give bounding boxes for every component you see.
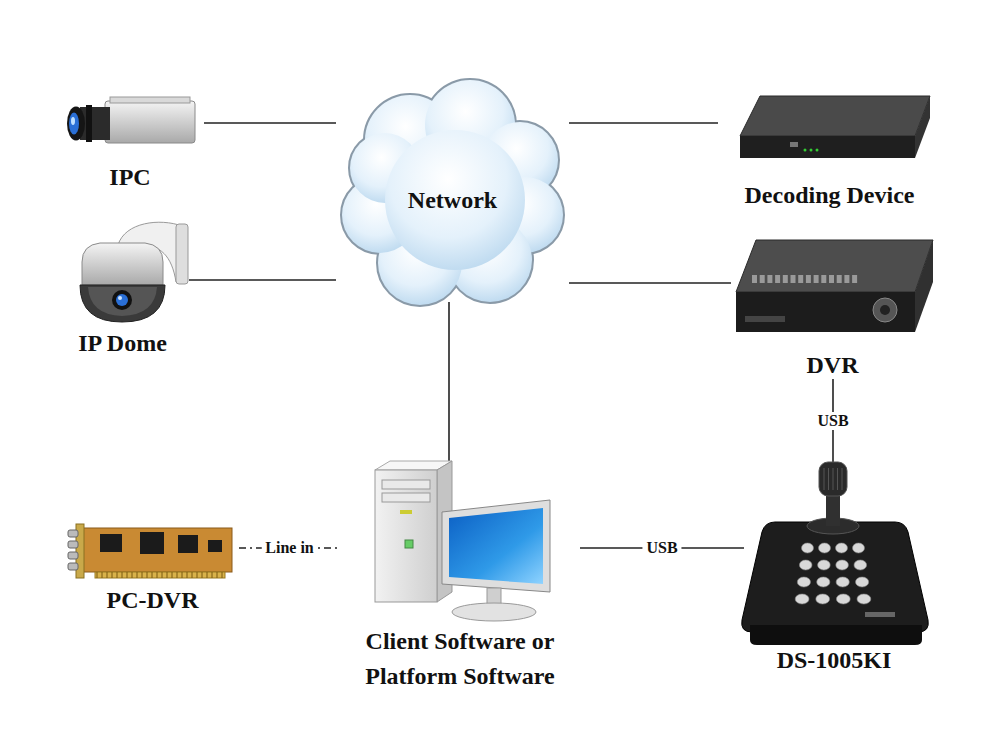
device-label: IPC: [56, 163, 204, 191]
connector-line: [204, 122, 336, 124]
box-camera: [67, 97, 195, 143]
dome-camera: [80, 222, 188, 322]
connector-line: [569, 282, 731, 284]
device-node: Decoding Device: [718, 92, 941, 209]
device-node: PC-DVR: [66, 520, 239, 614]
device-label: Decoding Device: [718, 181, 941, 209]
connector-label: Line in: [261, 539, 317, 557]
device-node: DS-1005KI: [744, 462, 924, 674]
device-node: IP Dome: [56, 225, 189, 357]
decoder-box: [740, 96, 930, 158]
computer: [375, 461, 550, 621]
device-label: IP Dome: [56, 329, 189, 357]
connector-line: [448, 302, 450, 462]
device-label: Client Software or Platform Software: [340, 624, 580, 694]
joystick-keyboard: [742, 462, 929, 645]
device-label: DS-1005KI: [744, 646, 924, 674]
connector-line: [189, 279, 336, 281]
connector-line: [569, 122, 718, 124]
device-node: Client Software or Platform Software: [340, 462, 580, 694]
device-label: DVR: [731, 351, 934, 379]
dvr-box: [736, 240, 933, 332]
device-label: PC-DVR: [66, 586, 239, 614]
connector-label: USB: [813, 412, 852, 430]
capture-card: [68, 524, 232, 578]
connector-label: USB: [642, 539, 681, 557]
device-node: IPC: [56, 95, 204, 191]
device-node: Network: [336, 90, 569, 302]
device-node: DVR: [731, 235, 934, 379]
device-label: Network: [336, 186, 569, 214]
